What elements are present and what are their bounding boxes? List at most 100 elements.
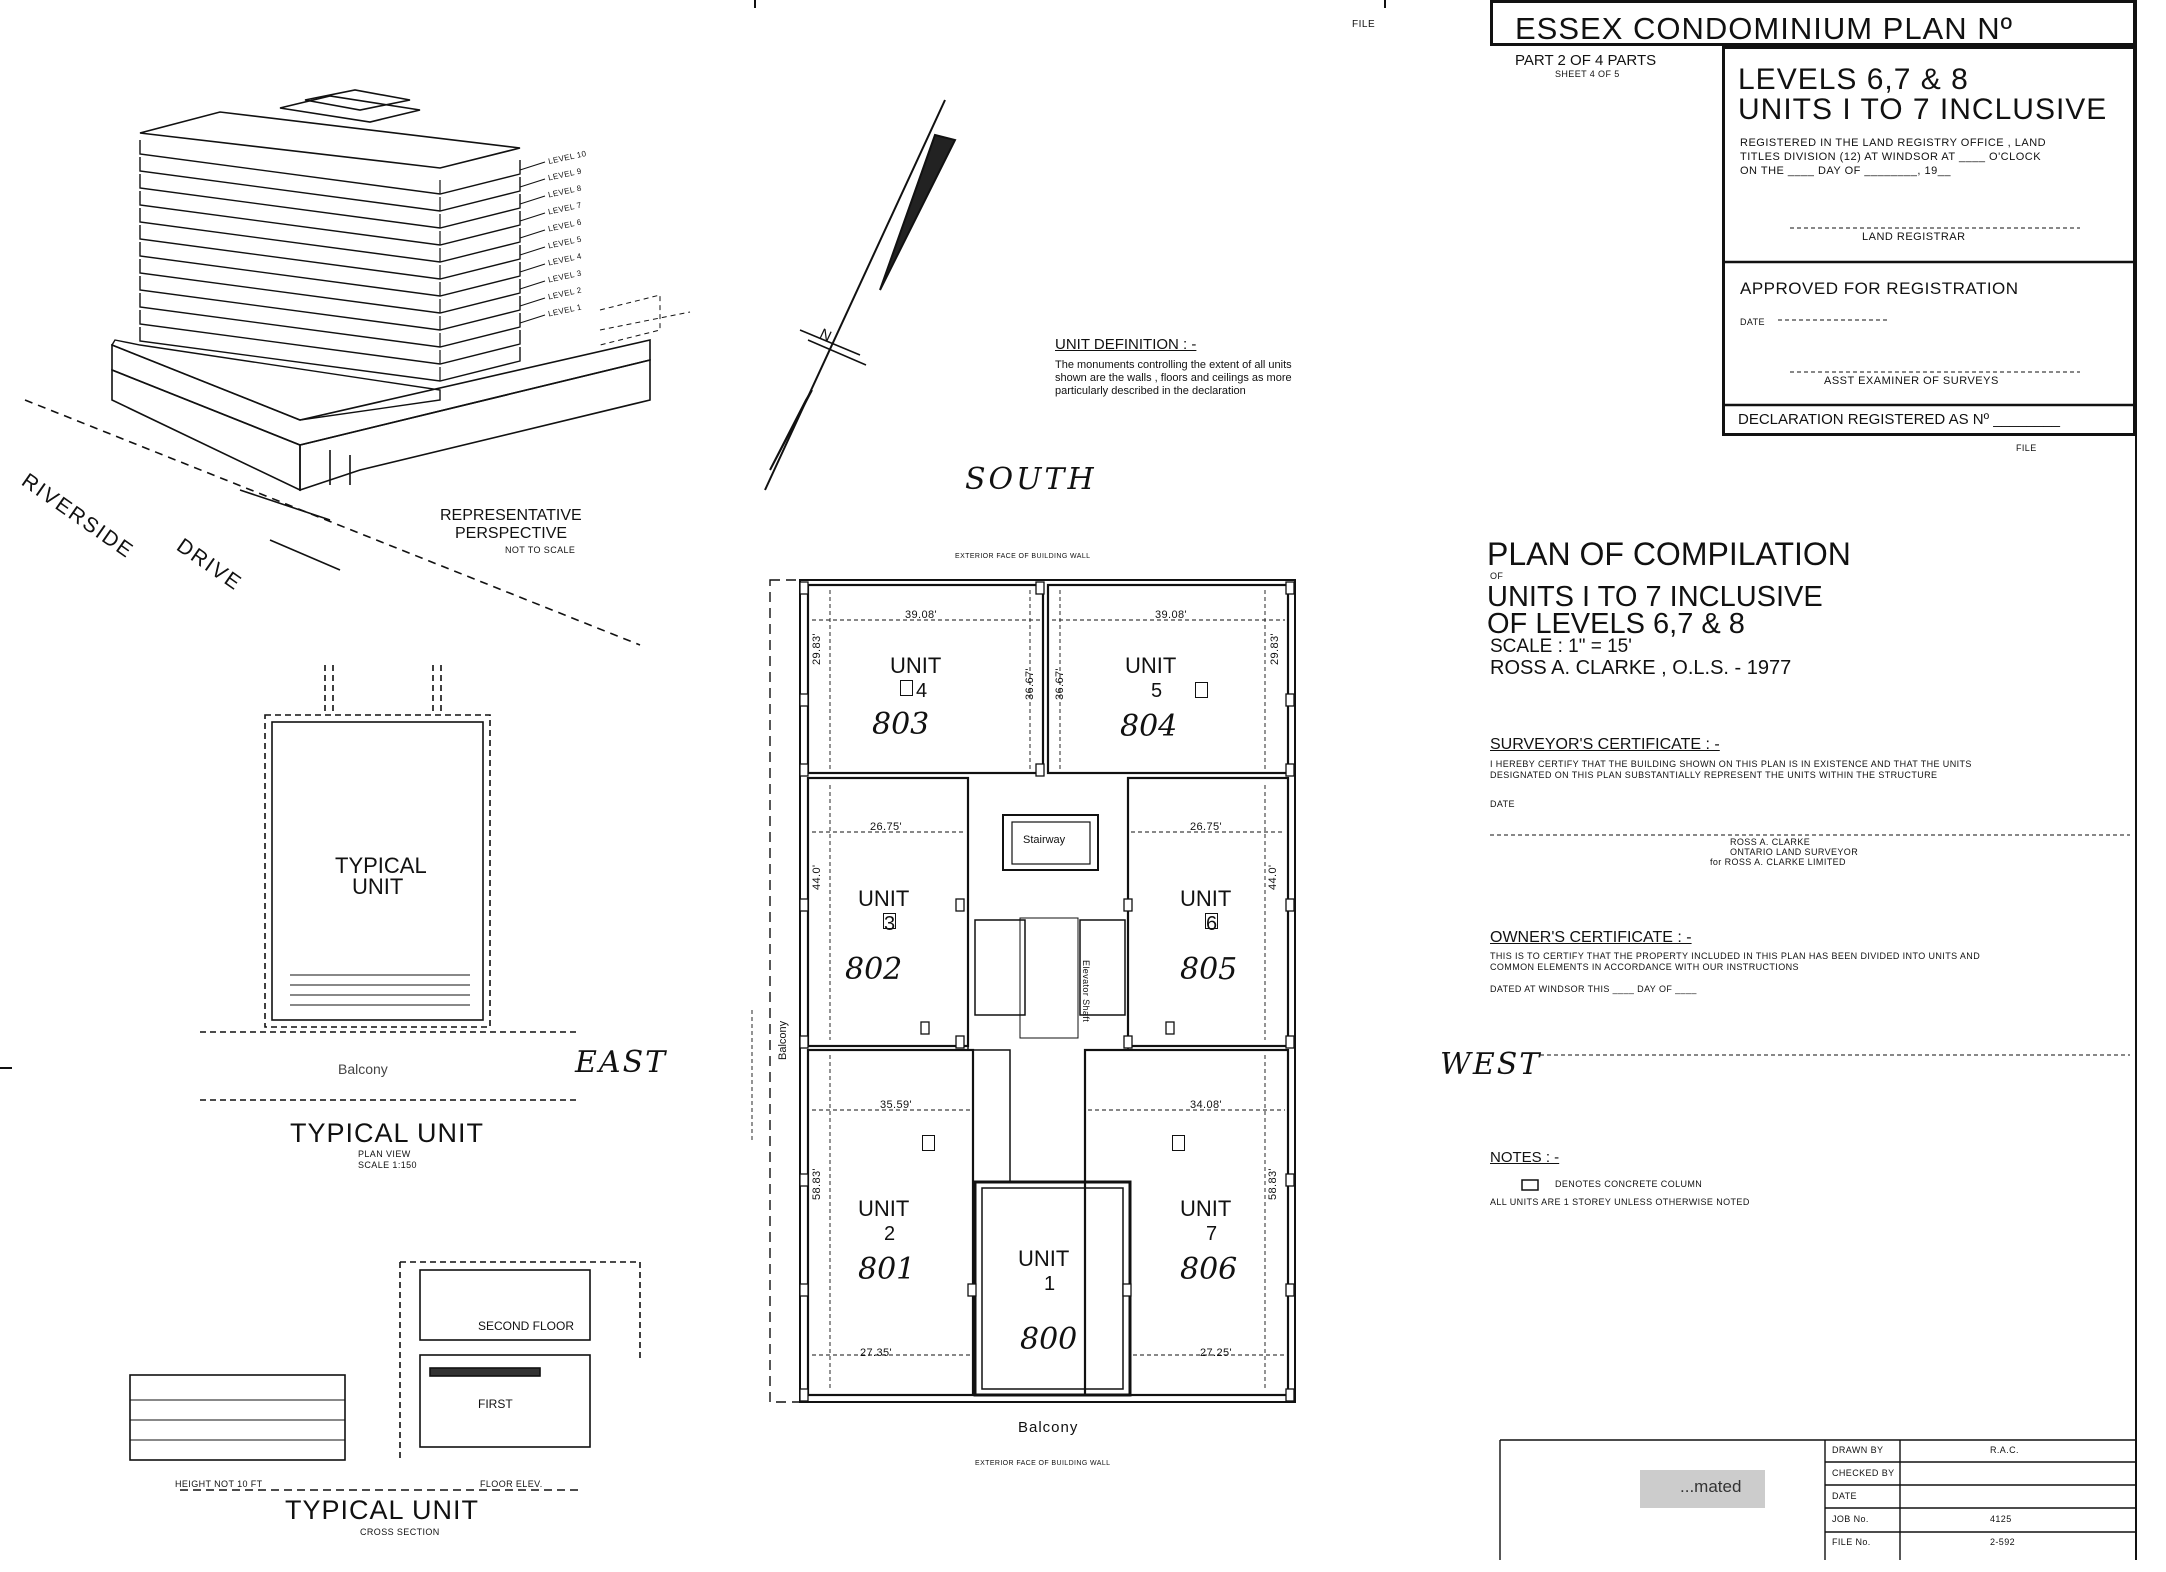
cross-section-first-floor: FIRST bbox=[478, 1397, 513, 1411]
declaration-label: DECLARATION REGISTERED AS Nº ________ bbox=[1738, 411, 2060, 428]
concrete-column bbox=[955, 1035, 965, 1049]
unit-label: UNIT bbox=[1180, 886, 1232, 911]
north-arrow bbox=[764, 99, 957, 491]
concrete-column bbox=[920, 1021, 930, 1035]
title-block-row-label: CHECKED BY bbox=[1832, 1468, 1895, 1478]
plan-title: ESSEX CONDOMINIUM PLAN Nº bbox=[1515, 11, 2013, 46]
land-registrar: LAND REGISTRAR bbox=[1862, 231, 1966, 243]
date-label-approved: DATE bbox=[1740, 317, 1765, 327]
level-leader bbox=[519, 178, 546, 188]
unit-definition-heading: UNIT DEFINITION : - bbox=[1055, 336, 1197, 353]
registered-line3: ON THE ____ DAY OF ________, 19__ bbox=[1740, 165, 1951, 177]
unit-dimension-vertical: 29.83' bbox=[1269, 632, 1281, 665]
concrete-column bbox=[799, 581, 809, 595]
concrete-column bbox=[799, 1173, 809, 1187]
unit-definition-line3: particularly described in the declaratio… bbox=[1055, 385, 1246, 397]
perspective-caption3: NOT TO SCALE bbox=[505, 545, 576, 555]
registered-line2: TITLES DIVISION (12) AT WINDSOR AT ____ … bbox=[1740, 151, 2042, 163]
unit-dimension-vertical: 58.83' bbox=[811, 1167, 823, 1200]
concrete-column bbox=[1285, 1035, 1295, 1049]
exterior-top: EXTERIOR FACE OF BUILDING WALL bbox=[955, 553, 1091, 560]
floor-slab bbox=[139, 157, 521, 212]
unit-number: 3 bbox=[884, 913, 896, 935]
balcony-bottom: Balcony bbox=[1018, 1419, 1079, 1436]
dim-mid-right: 36.67' bbox=[1054, 667, 1066, 700]
unit-dimension-horizontal: 26.75' bbox=[1190, 821, 1223, 833]
title-block-row-value: R.A.C. bbox=[1990, 1445, 2019, 1455]
surveyor-cert-heading: SURVEYOR'S CERTIFICATE : - bbox=[1490, 736, 1720, 753]
unit-dimension-horizontal: 39.08' bbox=[1155, 609, 1188, 621]
concrete-column bbox=[1285, 763, 1295, 777]
unit-number: 6 bbox=[1206, 913, 1218, 935]
column-legend-icon bbox=[1521, 1179, 1539, 1191]
compilation-scale: SCALE : 1" = 15' bbox=[1490, 636, 1632, 657]
unit-label: UNIT bbox=[1125, 653, 1177, 678]
unit-dimension-vertical: 44.0' bbox=[811, 864, 823, 890]
level-leader bbox=[519, 280, 546, 290]
file-label-top: FILE bbox=[1352, 19, 1376, 30]
unit-dimension-horizontal: 26.75' bbox=[870, 821, 903, 833]
unit-label: UNIT bbox=[1180, 1196, 1232, 1221]
surveyor-sig2: ONTARIO LAND SURVEYOR bbox=[1730, 847, 1859, 857]
title-block-row-label: FILE No. bbox=[1832, 1537, 1871, 1547]
floor-slab bbox=[139, 140, 521, 195]
level-leader bbox=[519, 212, 546, 222]
exterior-bottom: EXTERIOR FACE OF BUILDING WALL bbox=[975, 1460, 1111, 1467]
concrete-column bbox=[1285, 693, 1295, 707]
unit-suite-number: 804 bbox=[1120, 709, 1178, 744]
floor-slab bbox=[139, 174, 521, 229]
title-block-row-value: 4125 bbox=[1990, 1514, 2012, 1524]
column-marker bbox=[900, 680, 913, 696]
unit-number: 1 bbox=[1044, 1273, 1056, 1295]
column-marker bbox=[1172, 1135, 1185, 1151]
compilation-of: OF bbox=[1490, 571, 1504, 581]
surveyor-sig1: ROSS A. CLARKE bbox=[1730, 837, 1811, 847]
title-block bbox=[1499, 1439, 2135, 1560]
unit-suite-number: 806 bbox=[1180, 1252, 1238, 1287]
file-label-right: FILE bbox=[2016, 443, 2037, 453]
owner-cert-dated: DATED AT WINDSOR THIS ____ DAY OF ____ bbox=[1490, 984, 1697, 994]
unit-label: UNIT bbox=[858, 1196, 910, 1221]
compilation-title: PLAN OF COMPILATION bbox=[1487, 536, 1851, 572]
concrete-column bbox=[1285, 1283, 1295, 1297]
perspective-caption1: REPRESENTATIVE bbox=[440, 507, 582, 524]
levels-title: LEVELS 6,7 & 8 bbox=[1738, 63, 1969, 96]
level-leader bbox=[519, 161, 546, 171]
unit-dimension-horizontal: 35.59' bbox=[880, 1099, 913, 1111]
west-label: WEST bbox=[1440, 1047, 1542, 1082]
unit-label: UNIT bbox=[858, 886, 910, 911]
level-leader bbox=[519, 314, 546, 324]
typical-plan-title: TYPICAL UNIT bbox=[290, 1118, 485, 1148]
concrete-column bbox=[799, 898, 809, 912]
surveyor-cert-line1: I HEREBY CERTIFY THAT THE BUILDING SHOWN… bbox=[1490, 759, 1972, 769]
cross-section-right-note: FLOOR ELEV. bbox=[480, 1479, 543, 1489]
unit-number: 2 bbox=[884, 1223, 896, 1245]
column-marker bbox=[883, 913, 896, 929]
unit-suite-number: 801 bbox=[858, 1252, 916, 1287]
compilation-line2: OF LEVELS 6,7 & 8 bbox=[1487, 608, 1745, 640]
typical-unit-cross-section bbox=[129, 1261, 641, 1491]
notes-line1: DENOTES CONCRETE COLUMN bbox=[1555, 1179, 1703, 1189]
surveyor-sig3: for ROSS A. CLARKE LIMITED bbox=[1710, 857, 1846, 867]
units-title: UNITS I TO 7 INCLUSIVE bbox=[1738, 93, 2108, 126]
unit-definition-line1: The monuments controlling the extent of … bbox=[1055, 359, 1292, 371]
unit-suite-number: 805 bbox=[1180, 952, 1238, 987]
cross-section-second-floor: SECOND FLOOR bbox=[478, 1319, 575, 1333]
concrete-column bbox=[1165, 1021, 1175, 1035]
asst-examiner: ASST EXAMINER OF SURVEYS bbox=[1824, 375, 1999, 387]
concrete-column bbox=[799, 763, 809, 777]
floor-plan bbox=[751, 579, 1296, 1403]
floor-slab bbox=[139, 310, 521, 365]
level-leader bbox=[519, 297, 546, 307]
typical-plan-sub2: SCALE 1:150 bbox=[358, 1160, 417, 1170]
elevator-label: Elevator Shaft bbox=[1081, 960, 1091, 1023]
concrete-column bbox=[1285, 1388, 1295, 1402]
registration-box bbox=[1722, 46, 2136, 436]
compilation-line1: UNITS I TO 7 INCLUSIVE bbox=[1487, 581, 1823, 613]
compilation-surveyor: ROSS A. CLARKE , O.L.S. - 1977 bbox=[1490, 657, 1792, 679]
south-label: SOUTH bbox=[965, 462, 1097, 497]
perspective-caption2: PERSPECTIVE bbox=[455, 525, 568, 542]
concrete-column bbox=[799, 693, 809, 707]
floor-slab bbox=[139, 225, 521, 280]
sheet-label: SHEET 4 OF 5 bbox=[1555, 69, 1620, 79]
